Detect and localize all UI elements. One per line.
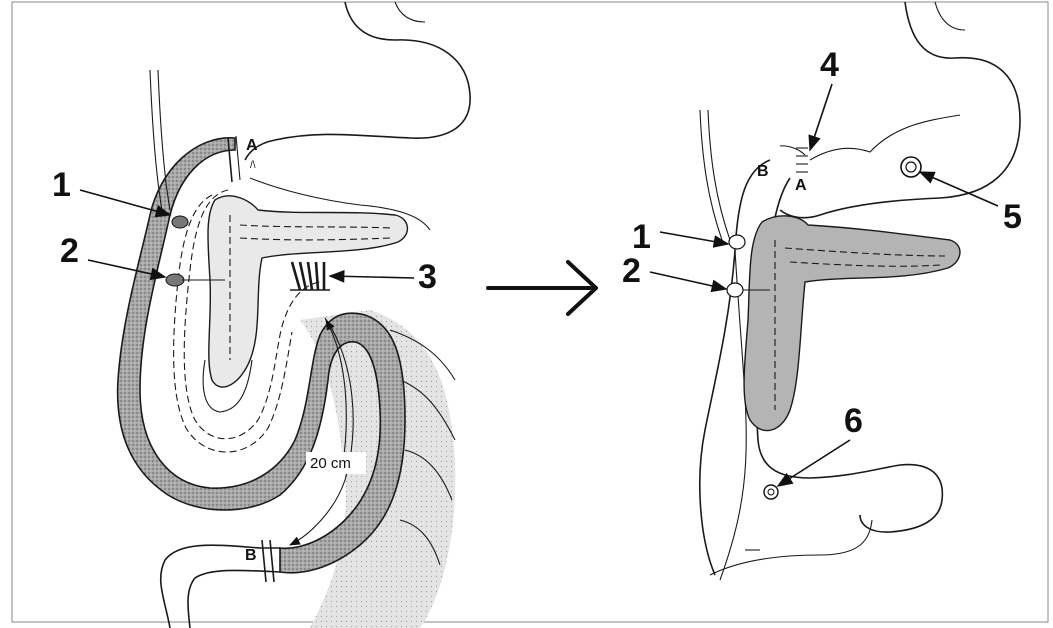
label-4-right: 4 <box>820 46 839 84</box>
bile-duct <box>708 110 730 240</box>
jejunum-outline <box>161 545 280 628</box>
marker-5 <box>901 157 921 177</box>
label-a-right: A <box>795 177 807 194</box>
limb-edge <box>720 250 746 580</box>
left-panel: A /\ B 20 cm 1 2 3 <box>52 2 470 628</box>
staple-line-a <box>236 136 240 180</box>
pointer-4-right <box>810 84 832 150</box>
stomach-outline <box>780 2 1020 218</box>
anastomosis-1 <box>729 235 745 249</box>
label-1-right: 1 <box>632 218 651 256</box>
transition-arrow <box>488 262 596 314</box>
label-a-left: A <box>246 137 258 154</box>
label-b-left: B <box>245 547 257 564</box>
jejunum-lower <box>710 520 872 575</box>
label-3-left: 3 <box>418 258 437 296</box>
anastomosis-1 <box>172 216 188 228</box>
esophagus-line <box>395 2 425 22</box>
marker-6-inner <box>768 489 774 495</box>
staples-4 <box>796 148 808 172</box>
right-panel: B A 1 2 4 5 6 <box>622 2 1022 580</box>
pointer-1-right <box>660 232 728 244</box>
pointer-2-right <box>650 272 726 289</box>
distance-label: 20 cm <box>310 455 351 472</box>
anastomosis-2 <box>166 274 184 286</box>
label-1-left: 1 <box>52 166 71 204</box>
gastrojejunostomy <box>780 146 805 155</box>
pointer-3-left <box>330 276 414 278</box>
esophagus-line <box>935 2 965 30</box>
label-b-right: B <box>757 163 769 180</box>
figure-border <box>12 2 1048 622</box>
label-5-right: 5 <box>1003 198 1022 236</box>
label-2-right: 2 <box>622 252 641 290</box>
pancreatojejunostomy-3 <box>290 262 330 290</box>
staple-line-b <box>270 540 274 582</box>
small-mark: /\ <box>250 160 256 171</box>
marker-5-inner <box>906 162 916 172</box>
staple-line-b <box>262 540 266 582</box>
pointer-5-right <box>920 172 998 206</box>
label-2-left: 2 <box>60 232 79 270</box>
pancreas <box>744 216 960 431</box>
label-6-right: 6 <box>844 402 863 440</box>
bile-duct <box>700 110 722 240</box>
marker-6 <box>764 485 778 499</box>
stomach-outline <box>245 2 470 160</box>
stomach-upper-curve <box>810 115 960 160</box>
pointer-6-right <box>778 440 850 486</box>
anastomosis-2 <box>727 283 743 297</box>
